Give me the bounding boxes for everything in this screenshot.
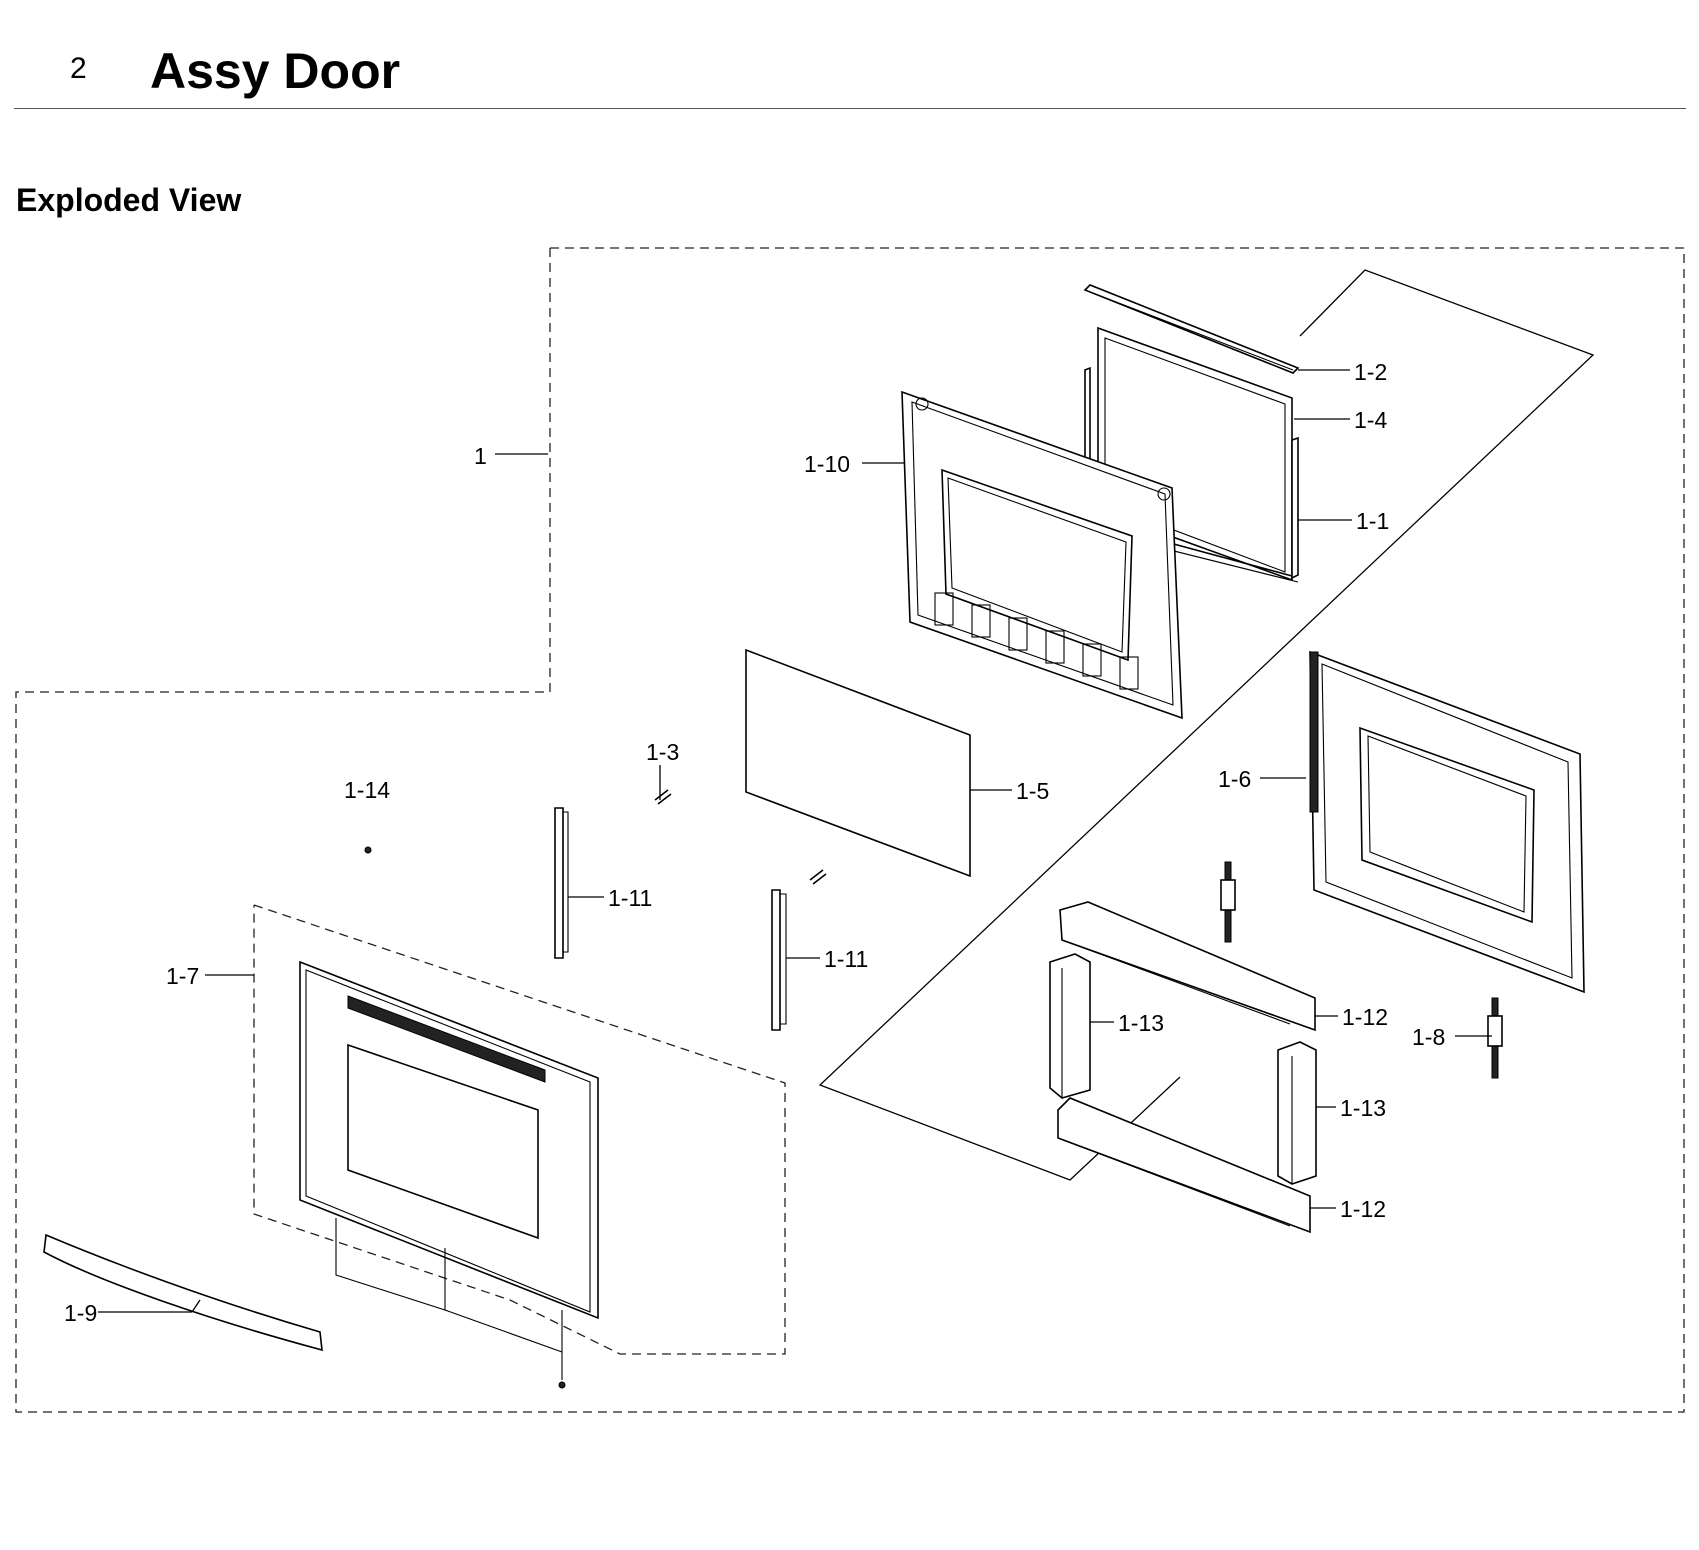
part-1-14-screw xyxy=(364,846,372,854)
part-1-12-insulation-top xyxy=(1059,901,1316,1032)
panel-vents xyxy=(934,592,1139,690)
part-1-8-hinge-lower xyxy=(1487,997,1503,1079)
callout-1-11-right: 1-11 xyxy=(824,946,868,972)
callout-1-1: 1-1 xyxy=(1356,508,1389,534)
part-1-8-hinge-upper xyxy=(1220,861,1236,943)
page-header: 2 Assy Door xyxy=(0,0,1699,120)
callout-1-3: 1-3 xyxy=(646,739,679,765)
callout-1-6: 1-6 xyxy=(1218,766,1251,792)
part-1-5-middle-glass xyxy=(745,648,971,878)
callout-1-14: 1-14 xyxy=(344,777,390,803)
callout-1-11-left: 1-11 xyxy=(608,885,652,911)
callout-1: 1 xyxy=(474,443,487,469)
part-1-3-bracket xyxy=(654,789,827,885)
section-number: 2 xyxy=(70,52,87,85)
part-1-6-liner-frame xyxy=(1309,650,1585,994)
callout-1-7: 1-7 xyxy=(166,963,199,989)
section-title: Assy Door xyxy=(150,43,401,99)
part-1-13-insulation-left xyxy=(1049,953,1091,1099)
callout-1-13-left: 1-13 xyxy=(1118,1010,1164,1036)
callout-1-13-right: 1-13 xyxy=(1340,1095,1386,1121)
callout-1-10: 1-10 xyxy=(804,451,850,477)
part-1-11-channel-right xyxy=(771,889,787,1031)
callout-1-12-top: 1-12 xyxy=(1342,1004,1388,1030)
part-1-11-channel-left xyxy=(554,807,569,959)
callout-1-2: 1-2 xyxy=(1354,359,1387,385)
callout-1-8: 1-8 xyxy=(1412,1024,1445,1050)
part-1-13-insulation-right xyxy=(1277,1041,1317,1185)
part-1-7-outer-door xyxy=(253,904,786,1389)
callout-1-9: 1-9 xyxy=(64,1300,97,1326)
part-1-12-insulation-bottom xyxy=(1057,1097,1311,1234)
header-rule xyxy=(14,108,1686,109)
part-1-9-handle xyxy=(43,1233,323,1352)
callout-1-5: 1-5 xyxy=(1016,778,1049,804)
callout-1-12-bottom: 1-12 xyxy=(1340,1196,1386,1222)
part-1-2-top-trim xyxy=(1083,284,1300,374)
callout-1-4: 1-4 xyxy=(1354,407,1387,433)
inner-group-outline xyxy=(818,269,1595,1181)
assembly-boundary xyxy=(15,247,1685,1413)
exploded-view-subtitle: Exploded View xyxy=(16,182,242,218)
leader-lines xyxy=(98,369,1492,1313)
part-1-10-inner-panel xyxy=(901,390,1183,720)
